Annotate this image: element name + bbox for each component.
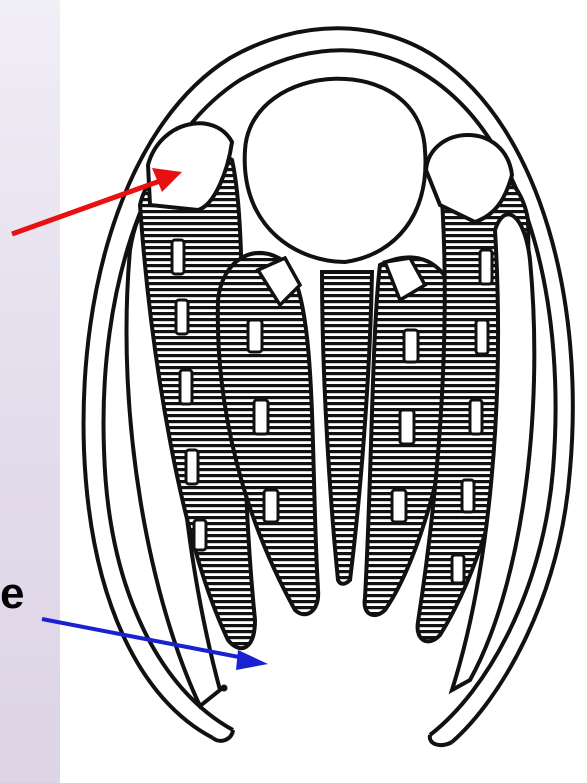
envelope-left-end: [213, 730, 233, 741]
partial-label: e: [0, 572, 24, 616]
central-dome: [245, 79, 426, 262]
envelope-right-end: [430, 735, 452, 745]
central-spike: [322, 272, 372, 584]
